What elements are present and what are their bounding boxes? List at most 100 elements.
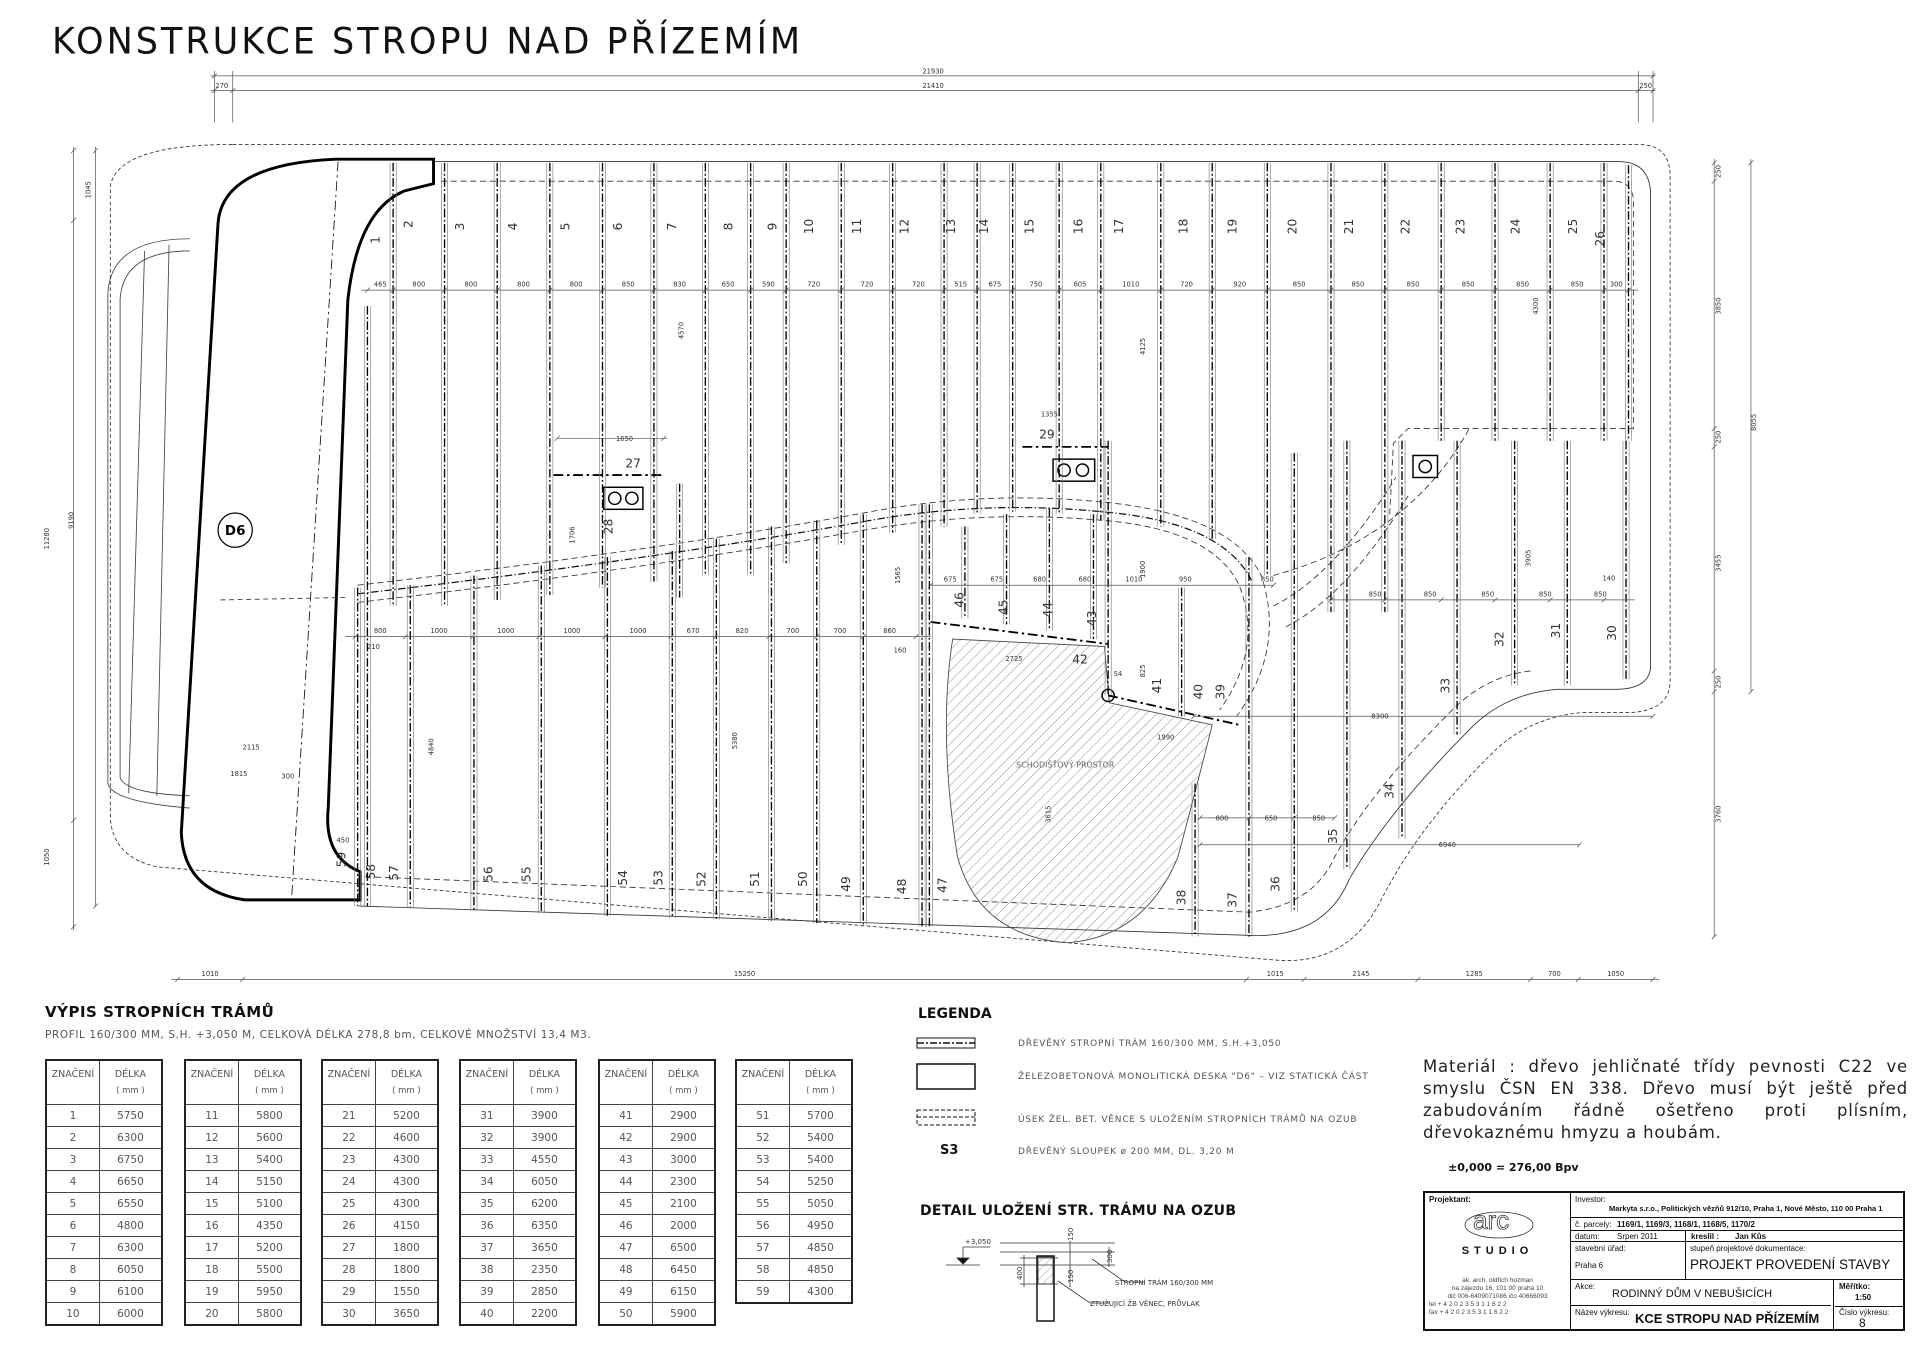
timber-beam bbox=[406, 585, 414, 908]
dimension-label: 850 bbox=[1369, 590, 1382, 598]
beam-mark: 39 bbox=[459, 1280, 514, 1303]
timber-beam bbox=[599, 162, 606, 588]
dimension-label: 250 bbox=[1714, 431, 1722, 444]
detail-title: DETAIL ULOŽENÍ STR. TRÁMU NA OZUB bbox=[920, 1203, 1237, 1219]
dimension-label: 250 bbox=[1714, 676, 1722, 689]
timber-beam bbox=[1097, 162, 1105, 521]
beam-mark: 19 bbox=[184, 1280, 239, 1303]
stage-label: stupeň projektové dokumentace: bbox=[1690, 1244, 1806, 1253]
detail-dim: 300 bbox=[1106, 1250, 1114, 1263]
beam-length: 5400 bbox=[237, 1148, 302, 1171]
dimension-label: 1900 bbox=[1139, 561, 1147, 578]
timber-beam bbox=[1343, 440, 1351, 870]
timber-beam bbox=[470, 575, 478, 911]
beam-number: 25 bbox=[1566, 219, 1580, 235]
col-length-label: DÉLKA bbox=[114, 1069, 147, 1080]
beam-number: 54 bbox=[616, 870, 630, 886]
beam-number: 37 bbox=[1226, 892, 1240, 908]
timber-beam bbox=[1546, 162, 1554, 441]
timber-beam bbox=[747, 162, 755, 576]
address-line: tel + 4 2 0 2 3 5 3 1 1 6 2 2 bbox=[1429, 1301, 1507, 1308]
legend-item-ring-beam: ÚSEK ŽEL. BET. VĚNCE S ULOŽENÍM STROPNÍC… bbox=[1018, 1115, 1358, 1125]
dimension-label: 250 bbox=[1714, 165, 1722, 178]
chimney bbox=[602, 486, 644, 511]
beam-number: 47 bbox=[936, 877, 950, 893]
dimension-label: 1045 bbox=[85, 181, 93, 198]
beam-number: 41 bbox=[1150, 678, 1164, 694]
beam-length: 6100 bbox=[98, 1280, 163, 1303]
beam-length: 5950 bbox=[237, 1280, 302, 1303]
dimension-label: 2725 bbox=[1005, 655, 1022, 663]
address-line: fax + 4 2 0 2 3 5 3 1 1 6 2 2 bbox=[1429, 1309, 1509, 1316]
timber-beam bbox=[1453, 440, 1461, 735]
col-mark-header: ZNAČENÍ bbox=[184, 1059, 239, 1105]
dimension-label: 590 bbox=[762, 280, 775, 288]
dimension-label: 850 bbox=[622, 280, 635, 288]
beam-mark: 53 bbox=[735, 1148, 790, 1171]
dimension-label: 9190 bbox=[68, 512, 76, 529]
beam-number: 36 bbox=[1269, 876, 1283, 892]
dimension-label: 300 bbox=[1610, 280, 1623, 288]
wall-outline bbox=[358, 161, 1651, 936]
beam-length: 4950 bbox=[788, 1214, 853, 1237]
dimension-label: 15250 bbox=[734, 970, 755, 978]
outer-outline bbox=[109, 144, 1671, 962]
beam-length: 2350 bbox=[512, 1258, 577, 1281]
dimension-label: 700 bbox=[834, 627, 847, 635]
beam-number: 29 bbox=[1039, 427, 1055, 441]
dimension-label: 850 bbox=[1351, 280, 1364, 288]
timber-beam bbox=[1055, 162, 1063, 515]
dimension-label: 4570 bbox=[677, 322, 685, 339]
beam-mark: 7 bbox=[45, 1236, 100, 1259]
dimension-label: 1000 bbox=[497, 627, 514, 635]
designer-address: ak. arch. oldřich hozman na zájezdu 16, … bbox=[1425, 1277, 1570, 1317]
detail-dim: 150 bbox=[1067, 1228, 1075, 1241]
ring-beam-band bbox=[357, 497, 1270, 717]
timber-beam bbox=[1104, 440, 1112, 696]
beam-mark: 25 bbox=[321, 1192, 376, 1215]
detail-level: +3,050 bbox=[965, 1238, 991, 1246]
beam-number: 27 bbox=[625, 457, 641, 471]
timber-beam bbox=[650, 162, 658, 582]
dimension-label: 3850 bbox=[1714, 298, 1722, 315]
timber-beam bbox=[768, 526, 775, 921]
dimension-label: 680 bbox=[1033, 576, 1046, 584]
dimension-label: 1990 bbox=[1157, 734, 1174, 742]
beam-mark: 23 bbox=[321, 1148, 376, 1171]
dimension-label: 1010 bbox=[1122, 280, 1139, 288]
col-length-header: DÉLKA( mm ) bbox=[374, 1059, 439, 1105]
beam-number: 10 bbox=[802, 219, 816, 235]
beam-length: 6750 bbox=[98, 1148, 163, 1171]
beam-mark: 44 bbox=[598, 1170, 653, 1193]
col-unit-label: ( mm ) bbox=[669, 1086, 698, 1096]
dimension-label: 2115 bbox=[243, 743, 260, 751]
stair-well bbox=[945, 638, 1213, 944]
beam-mark: 10 bbox=[45, 1302, 100, 1326]
beam-length: 6450 bbox=[651, 1258, 716, 1281]
col-unit-label: ( mm ) bbox=[392, 1086, 421, 1096]
timber-beam bbox=[1491, 162, 1499, 441]
beam-number: 5 bbox=[558, 223, 572, 231]
beam-length: 1800 bbox=[374, 1236, 439, 1259]
dimension-label: 950 bbox=[1179, 576, 1192, 584]
beam-mark: 37 bbox=[459, 1236, 514, 1259]
timber-beam bbox=[782, 162, 790, 564]
dimension-label: 1050 bbox=[43, 848, 51, 865]
date-value: Srpen 2011 bbox=[1617, 1232, 1658, 1241]
beam-mark: 51 bbox=[735, 1104, 790, 1127]
designer-label: Projektant: bbox=[1429, 1195, 1471, 1204]
beam-number: 12 bbox=[898, 219, 912, 235]
beam-length: 5100 bbox=[237, 1192, 302, 1215]
timber-beam bbox=[1208, 162, 1216, 539]
